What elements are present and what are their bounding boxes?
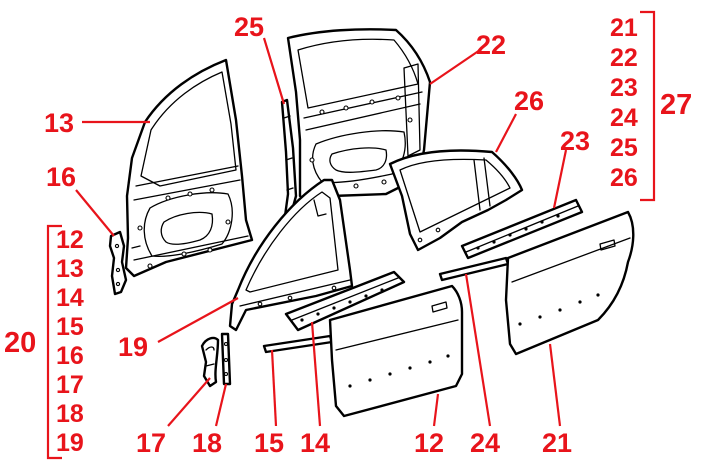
group-27-item: 22 <box>610 44 638 72</box>
group-27-item: 26 <box>610 164 638 192</box>
group-20: 20 12 13 14 15 16 17 18 19 <box>4 224 84 460</box>
front-lower-strip-15 <box>262 334 334 354</box>
leader-24 <box>464 273 492 427</box>
front-beltline-reinforcement-14 <box>284 270 406 332</box>
rear-window-frame-26 <box>388 149 524 252</box>
front-window-frame-19 <box>228 178 354 332</box>
leader-lines <box>75 37 568 427</box>
leader-21 <box>548 343 562 427</box>
center-pillar-reinforcement-25 <box>280 98 298 220</box>
group-20-item: 15 <box>56 313 84 341</box>
group-20-item: 19 <box>56 429 84 457</box>
rear-door-outer-skin-21 <box>504 210 635 356</box>
group-27-bracket <box>640 10 656 202</box>
callout-25: 25 <box>234 12 264 42</box>
callout-23: 23 <box>560 126 590 156</box>
callout-16: 16 <box>46 162 76 192</box>
group-27-item: 25 <box>610 134 638 162</box>
callout-21: 21 <box>542 428 572 458</box>
group-20-item: 12 <box>56 226 84 254</box>
group-27-item: 21 <box>610 14 638 42</box>
leader-16 <box>75 189 115 237</box>
rear-beltline-reinforcement-23 <box>460 198 584 260</box>
callouts: 25 22 13 26 16 23 19 17 18 15 14 12 24 2… <box>44 12 590 458</box>
group-27-item: 23 <box>610 74 638 102</box>
group-20-item: 18 <box>56 400 84 428</box>
callout-19: 19 <box>118 332 148 362</box>
callout-22: 22 <box>476 30 506 60</box>
leader-26 <box>495 113 517 153</box>
front-door-inner-shell-13 <box>124 58 254 278</box>
leader-17 <box>167 377 211 427</box>
group-20-item: 16 <box>56 342 84 370</box>
callout-24: 24 <box>470 428 500 458</box>
leader-25 <box>262 37 286 105</box>
callout-12: 12 <box>414 428 444 458</box>
leader-22 <box>429 49 481 85</box>
group-27-label: 27 <box>660 89 692 121</box>
leader-19 <box>157 297 239 343</box>
hinge-strip-18 <box>220 332 232 386</box>
leader-23 <box>552 149 568 209</box>
leader-14 <box>310 321 322 427</box>
group-20-bracket <box>46 224 62 460</box>
callout-13: 13 <box>44 108 74 138</box>
group-20-item: 14 <box>56 284 84 312</box>
lock-bracket-17 <box>200 336 220 388</box>
leader-15 <box>270 349 278 427</box>
front-door-outer-skin-12 <box>328 284 464 418</box>
group-27: 27 21 22 23 24 25 26 <box>610 10 692 202</box>
group-20-item: 17 <box>56 371 84 399</box>
callout-14: 14 <box>300 428 330 458</box>
front-hinge-reinforcement-16 <box>108 230 128 296</box>
callout-18: 18 <box>192 428 222 458</box>
callout-15: 15 <box>254 428 284 458</box>
leader-12 <box>432 393 440 427</box>
callout-26: 26 <box>514 86 544 116</box>
group-27-item: 24 <box>610 104 638 132</box>
group-20-item: 13 <box>56 255 84 283</box>
leader-18 <box>214 383 228 427</box>
callout-17: 17 <box>136 428 166 458</box>
group-20-label: 20 <box>4 327 36 359</box>
rear-lower-strip-24 <box>438 256 510 282</box>
